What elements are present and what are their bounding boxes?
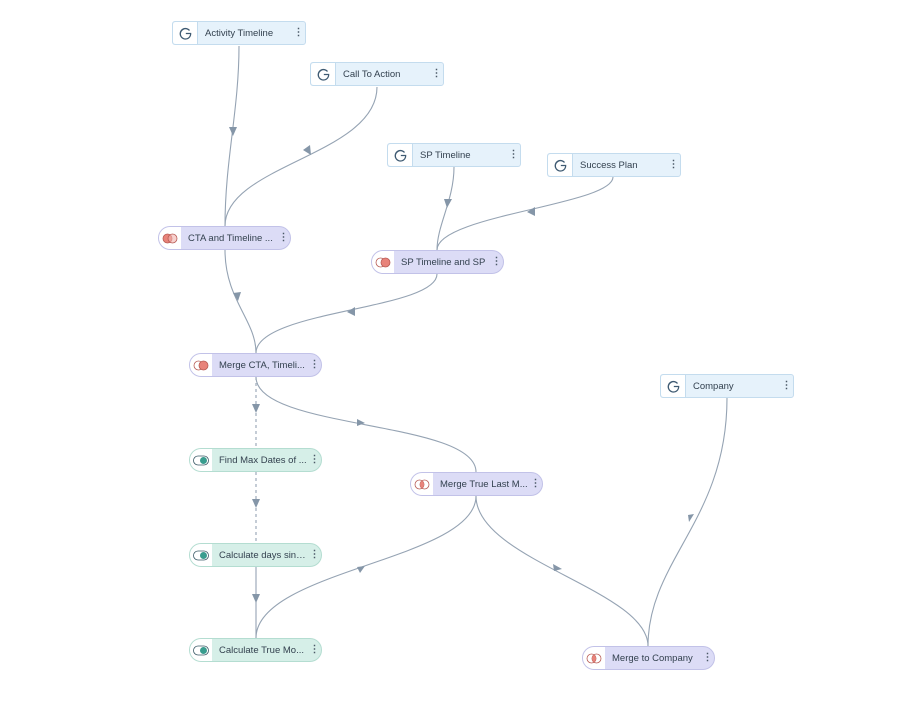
kebab-menu-icon[interactable]: ⋮ (309, 549, 320, 560)
node-find-max-dates[interactable]: Find Max Dates of ... ⋮ (189, 448, 322, 472)
node-merge-to-company[interactable]: Merge to Company ⋮ (582, 646, 715, 670)
node-cta-and-timeline[interactable]: CTA and Timeline ... ⋮ (158, 226, 291, 250)
transform-toggle-icon (190, 639, 212, 661)
merge-venn-icon (159, 227, 181, 249)
kebab-menu-icon[interactable]: ⋮ (668, 159, 679, 170)
node-label: Calculate True Mo... (219, 644, 305, 656)
node-label: Calculate days sinc... (219, 549, 307, 561)
node-calculate-true[interactable]: Calculate True Mo... ⋮ (189, 638, 322, 662)
kebab-menu-icon[interactable]: ⋮ (278, 232, 289, 243)
transform-toggle-icon (190, 544, 212, 566)
kebab-menu-icon[interactable]: ⋮ (309, 454, 320, 465)
node-sp-timeline-and-sp[interactable]: SP Timeline and SP ⋮ (371, 250, 504, 274)
gainsight-g-icon (548, 154, 573, 176)
arrowhead (229, 127, 237, 136)
edge-sp-timeline-to-merge (436, 166, 455, 251)
arrowhead (688, 514, 694, 522)
edge-success-plan-to-merge (436, 176, 614, 251)
edge-calc-true-to-merge-true (255, 495, 477, 639)
kebab-menu-icon[interactable]: ⋮ (781, 380, 792, 391)
node-success-plan[interactable]: Success Plan ⋮ (547, 153, 681, 177)
node-label: Merge to Company (612, 652, 693, 664)
node-activity-timeline[interactable]: Activity Timeline ⋮ (172, 21, 306, 45)
edge-activity-to-cta (224, 45, 240, 227)
node-label: Merge CTA, Timeli... (219, 359, 305, 371)
arrowhead (527, 207, 535, 216)
arrowhead (357, 419, 365, 426)
edge-company-to-merge (647, 397, 728, 647)
arrowhead (252, 594, 260, 603)
edge-merge-true-to-company (475, 495, 649, 647)
transform-toggle-icon (190, 449, 212, 471)
node-merge-cta-timeline[interactable]: Merge CTA, Timeli... ⋮ (189, 353, 322, 377)
edge-call-to-action-to-cta (224, 86, 378, 227)
arrowhead (347, 307, 355, 316)
kebab-menu-icon[interactable]: ⋮ (491, 256, 502, 267)
node-label: CTA and Timeline ... (188, 232, 273, 244)
kebab-menu-icon[interactable]: ⋮ (431, 68, 442, 79)
gainsight-g-icon (311, 63, 336, 85)
kebab-menu-icon[interactable]: ⋮ (508, 149, 519, 160)
node-company[interactable]: Company ⋮ (660, 374, 794, 398)
merge-venn-icon (411, 473, 433, 495)
gainsight-g-icon (661, 375, 686, 397)
merge-venn-icon (190, 354, 212, 376)
node-sp-timeline[interactable]: SP Timeline ⋮ (387, 143, 521, 167)
node-label: Find Max Dates of ... (219, 454, 307, 466)
gainsight-g-icon (173, 22, 198, 44)
merge-venn-icon (372, 251, 394, 273)
node-label: Activity Timeline (205, 27, 274, 39)
node-label: Company (693, 380, 734, 392)
kebab-menu-icon[interactable]: ⋮ (293, 27, 304, 38)
node-label: Success Plan (580, 159, 638, 171)
node-label: Call To Action (343, 68, 401, 80)
arrowhead (303, 145, 311, 155)
merge-venn-icon (583, 647, 605, 669)
arrowhead (233, 292, 241, 301)
arrowhead (444, 199, 452, 208)
edge-cta-to-merge-cta (224, 249, 257, 354)
node-label: SP Timeline (420, 149, 471, 161)
node-label: SP Timeline and SP (401, 256, 486, 268)
node-label: Merge True Last M... (440, 478, 528, 490)
node-calculate-days[interactable]: Calculate days sinc... ⋮ (189, 543, 322, 567)
kebab-menu-icon[interactable]: ⋮ (309, 644, 320, 655)
arrowhead (252, 404, 260, 413)
arrowhead (553, 564, 562, 571)
node-call-to-action[interactable]: Call To Action ⋮ (310, 62, 444, 86)
arrowhead (357, 566, 365, 573)
arrowhead (252, 499, 260, 508)
node-merge-true-last[interactable]: Merge True Last M... ⋮ (410, 472, 543, 496)
kebab-menu-icon[interactable]: ⋮ (309, 359, 320, 370)
kebab-menu-icon[interactable]: ⋮ (702, 652, 713, 663)
kebab-menu-icon[interactable]: ⋮ (530, 478, 541, 489)
gainsight-g-icon (388, 144, 413, 166)
edge-sp-to-merge-cta (255, 273, 438, 354)
